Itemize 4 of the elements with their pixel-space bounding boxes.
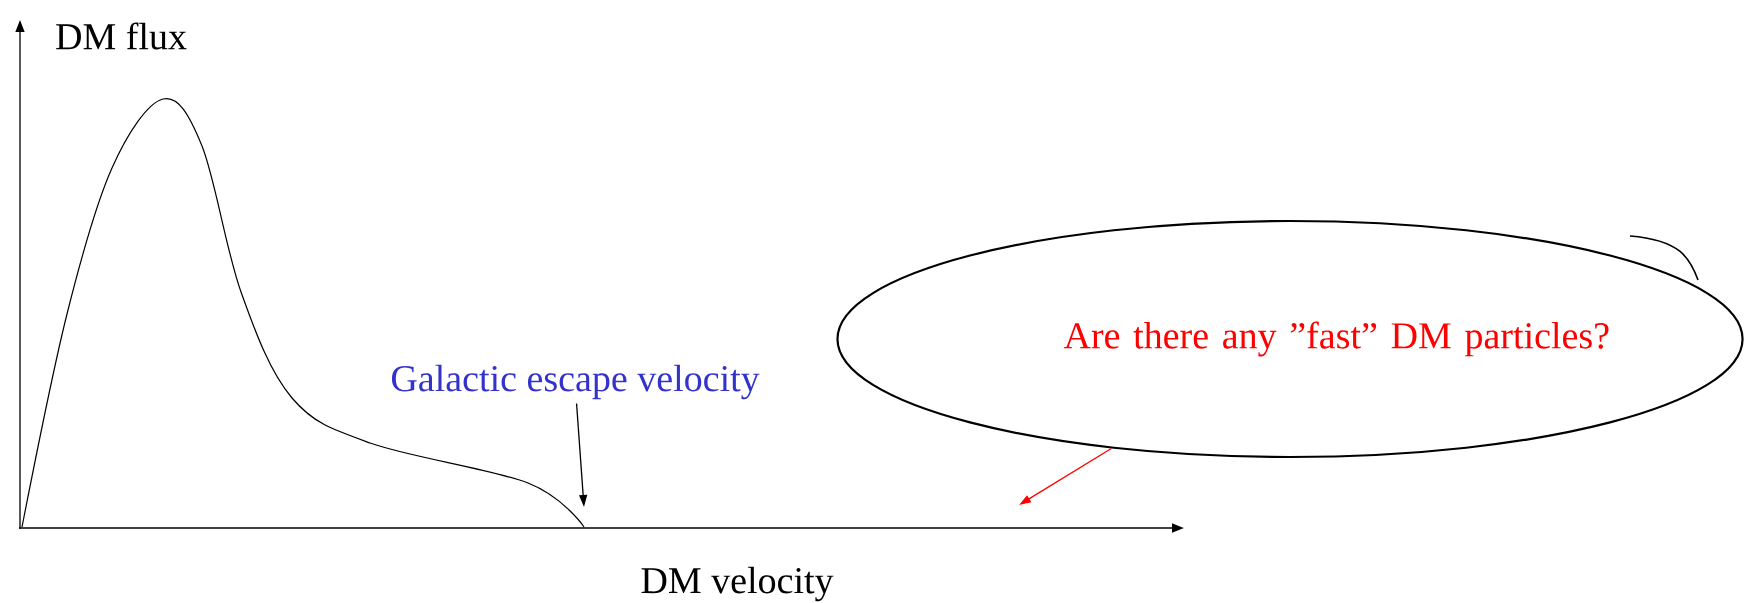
annotation-text: Galactic escape velocity (391, 364, 760, 400)
speech-bubble: Are there any ”fast” DM particles? (836, 219, 1744, 459)
axis-label: DM flux (56, 22, 187, 50)
axis-label: DM velocity (641, 566, 834, 602)
